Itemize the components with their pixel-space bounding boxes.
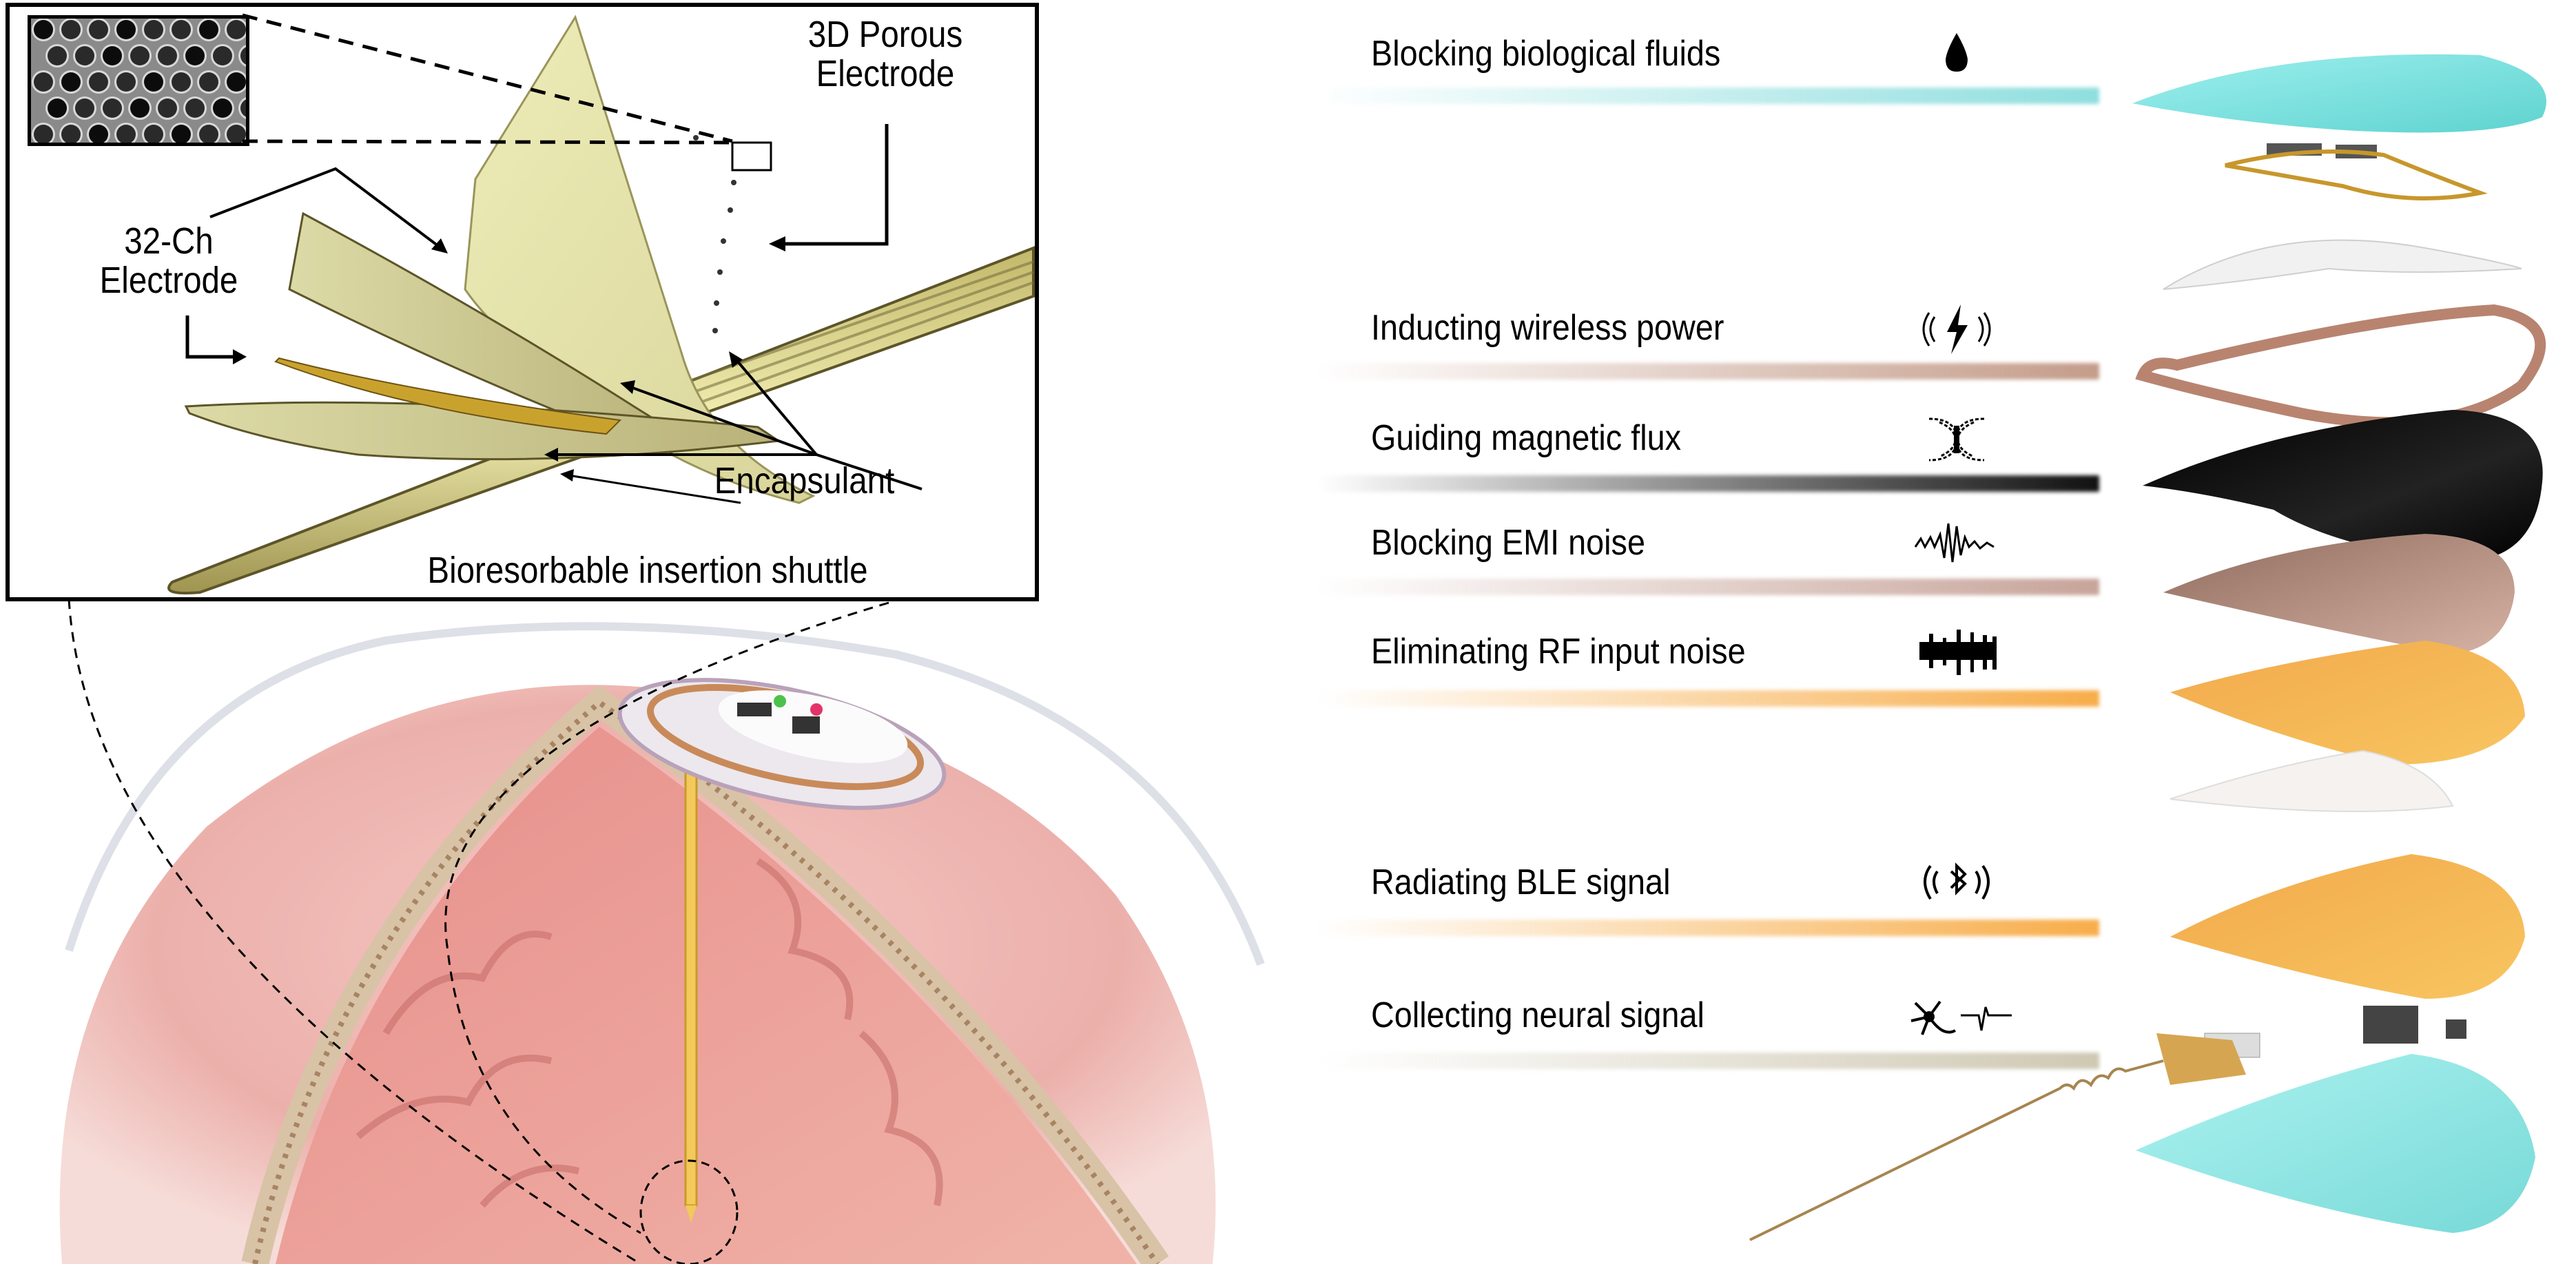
porous-electrode-label-line1: 3D Porous bbox=[807, 14, 963, 55]
porous-pattern bbox=[31, 19, 246, 143]
skull-layer bbox=[241, 685, 1169, 1264]
callout-dashed-line-right bbox=[444, 601, 889, 1234]
serpentine-interconnect bbox=[1749, 1059, 2164, 1241]
electronic-components bbox=[2204, 1006, 2466, 1058]
porous-electrode-label-line2: Electrode bbox=[816, 52, 955, 94]
layer-color-bar bbox=[1317, 87, 2099, 104]
flex-connector bbox=[2156, 1033, 2246, 1085]
layer-label: Inducting wireless power bbox=[1371, 308, 1724, 348]
rf-noise-icon bbox=[1919, 630, 1997, 675]
bluetooth-icon bbox=[1924, 862, 1990, 900]
wireless-power-icon bbox=[1922, 304, 1991, 354]
magnetic-flux-icon bbox=[1928, 417, 1985, 462]
zoom-region-box bbox=[731, 141, 772, 172]
layer-label: Eliminating RF input noise bbox=[1371, 632, 1746, 672]
porous-electrode-arrow bbox=[777, 124, 889, 246]
insulation-layer bbox=[2170, 749, 2454, 812]
ferrite-layer bbox=[2143, 410, 2543, 561]
electrode-site-dots bbox=[693, 135, 736, 333]
32ch-electrode-label: 32-Ch Electrode bbox=[99, 222, 238, 300]
layer-label: Radiating BLE signal bbox=[1371, 862, 1671, 902]
encapsulant-label: Encapsulant bbox=[714, 460, 895, 501]
layer-color-bar bbox=[1317, 579, 2099, 595]
copper-coil-layer bbox=[2135, 304, 2546, 428]
encapsulant-arrows bbox=[551, 355, 923, 490]
top-components bbox=[2267, 143, 2377, 158]
probe-tip-highlight bbox=[639, 1159, 739, 1264]
circuit-trace-layer bbox=[2225, 149, 2488, 200]
layer-color-bar bbox=[1317, 1053, 2099, 1069]
shuttle-label: Bioresorbable insertion shuttle bbox=[427, 550, 868, 591]
32ch-electrode-arrow-upper bbox=[209, 167, 442, 249]
layer-label: Blocking EMI noise bbox=[1371, 523, 1645, 563]
porous-electrode-label: 3D Porous Electrode bbox=[797, 15, 973, 93]
ble-antenna-layer bbox=[2170, 854, 2525, 999]
sem-micrograph bbox=[28, 15, 249, 146]
32ch-electrode-arrow-lower bbox=[185, 315, 238, 359]
brain-cross-section bbox=[276, 727, 1137, 1264]
brain-gyri bbox=[356, 858, 943, 1208]
top-encapsulation-layer bbox=[2132, 54, 2546, 133]
shuttle-arrow bbox=[568, 474, 741, 504]
scalp-outline bbox=[65, 622, 1265, 966]
transparent-film-layer bbox=[2163, 239, 2522, 290]
layer-label: Guiding magnetic flux bbox=[1371, 418, 1682, 458]
32ch-electrode-label-line1: 32-Ch bbox=[124, 220, 214, 262]
droplet-icon bbox=[1946, 33, 1968, 72]
neural-probe bbox=[684, 767, 698, 1207]
layer-color-bar bbox=[1317, 475, 2099, 492]
wireless-implant-device bbox=[617, 678, 947, 810]
layer-color-bar bbox=[1317, 363, 2099, 380]
emi-noise-icon bbox=[1914, 523, 1995, 563]
rf-ground-layer bbox=[2170, 641, 2525, 765]
shield-layer bbox=[2163, 534, 2515, 654]
brain-hemisphere bbox=[59, 685, 1216, 1264]
electrode-flap-bottom bbox=[184, 401, 782, 461]
layer-label: Collecting neural signal bbox=[1371, 995, 1704, 1035]
32ch-electrode bbox=[274, 357, 622, 435]
neuron-signal-icon bbox=[1910, 1000, 2012, 1035]
layer-color-bar bbox=[1317, 690, 2099, 707]
callout-dashed-line-left bbox=[68, 599, 641, 1264]
32ch-electrode-label-line2: Electrode bbox=[99, 259, 238, 301]
layer-color-bar bbox=[1317, 920, 2099, 936]
electrode-drawing bbox=[167, 13, 1035, 594]
layer-label: Blocking biological fluids bbox=[1371, 34, 1721, 74]
bottom-encapsulation-layer bbox=[2136, 1054, 2535, 1233]
zoom-guide-lines bbox=[242, 13, 733, 145]
